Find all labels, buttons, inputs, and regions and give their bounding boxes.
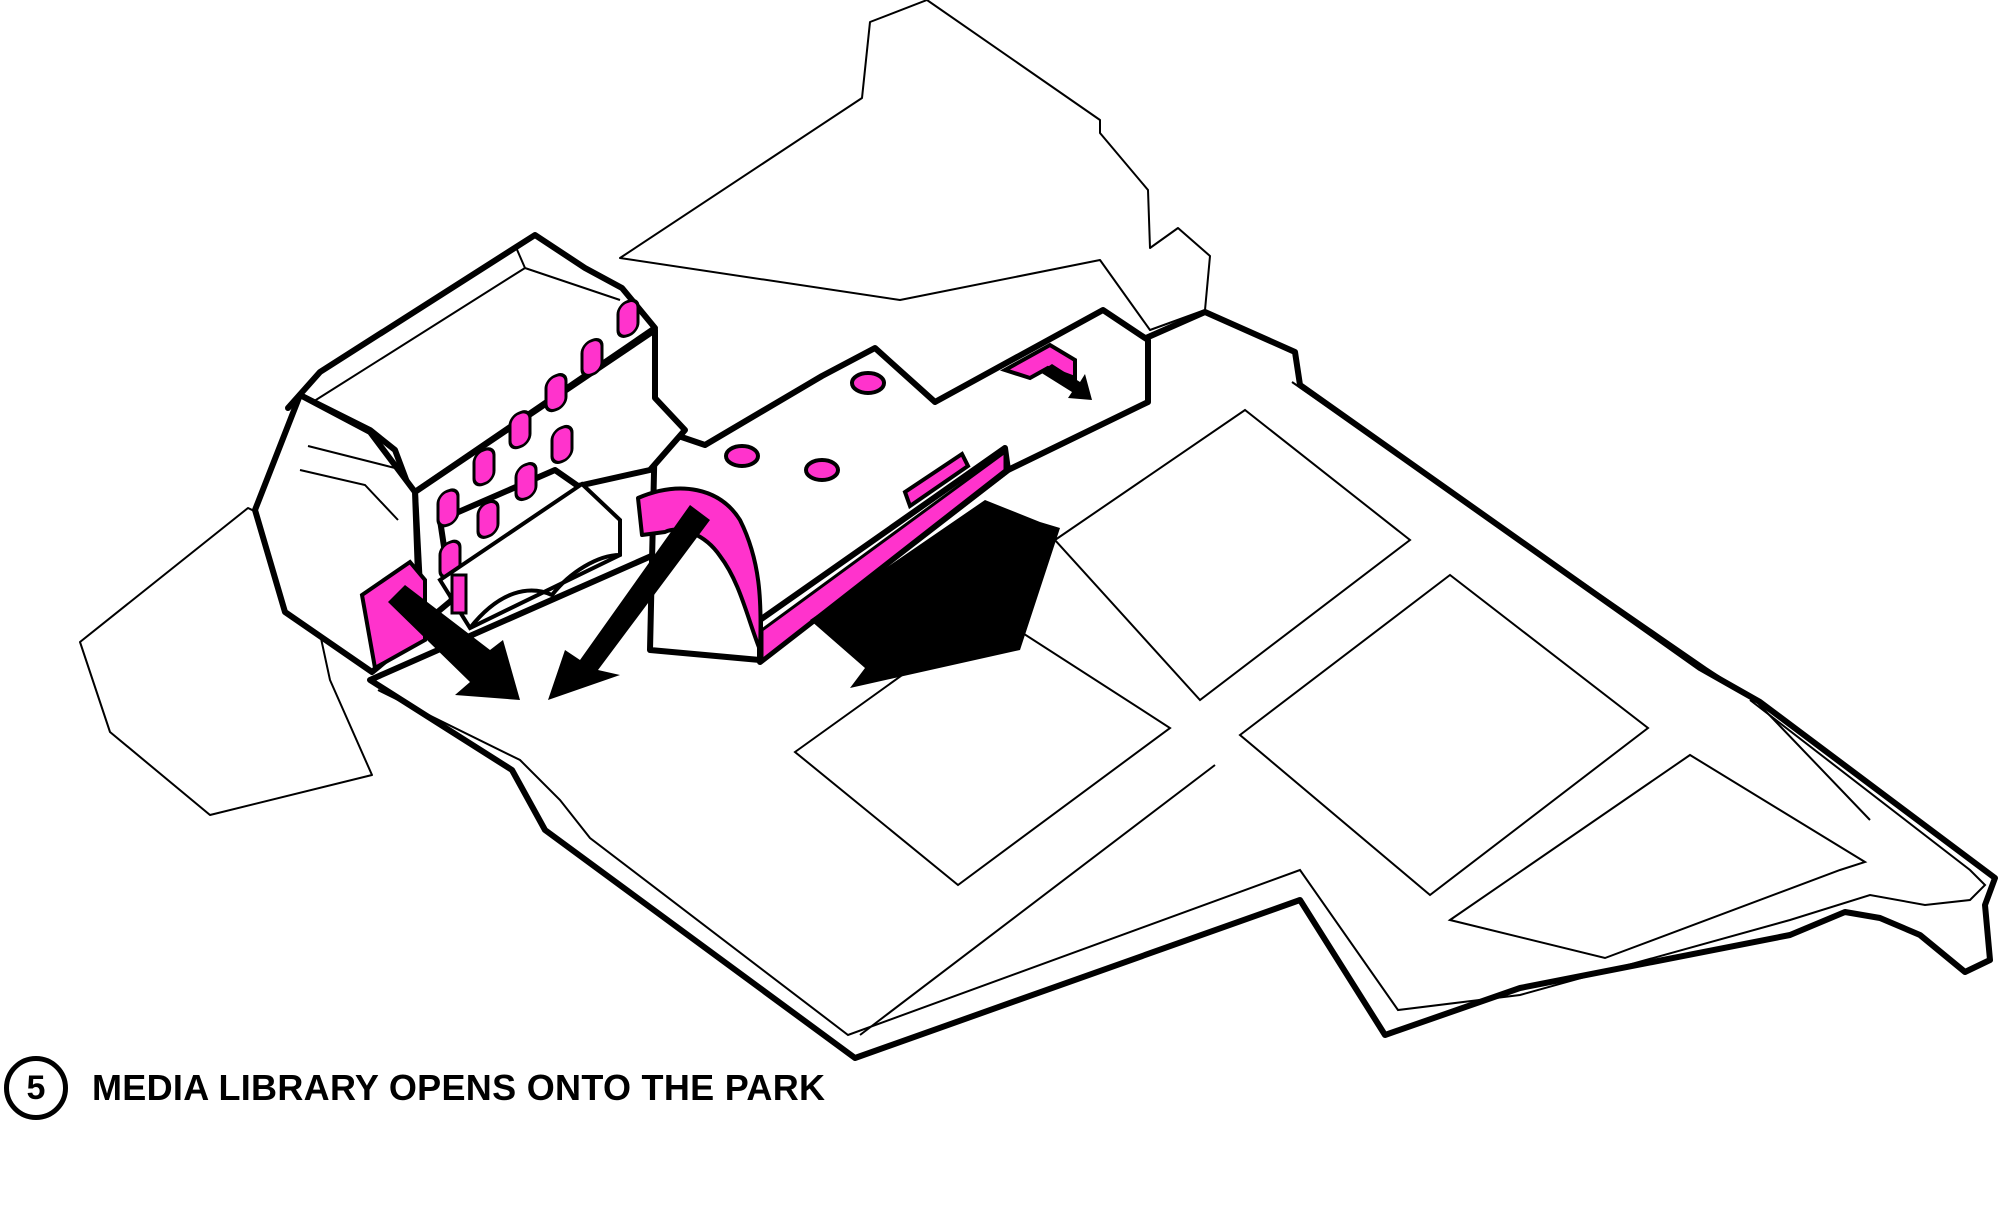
library-roof [647,307,1151,663]
historic-building [252,232,688,675]
media-library [636,307,1151,665]
diagonal-path [859,764,1216,1036]
skylight-3 [850,371,886,395]
diagram-caption: 5 MEDIA LIBRARY OPENS ONTO THE PARK [0,1048,825,1128]
curved-canopy [636,486,763,652]
park-inner-edge [377,689,1987,1037]
window [514,462,538,502]
historic-building-roof-ridge [299,244,621,411]
window [544,373,568,413]
arrow-icon [548,505,710,700]
skylight-2 [804,458,840,482]
window [476,499,500,539]
arrow-icon [810,500,1060,688]
movement-arrows [388,364,1092,700]
lawn-square-3 [1238,573,1650,897]
arrow-icon [1040,364,1092,400]
window [436,488,460,528]
window [550,424,574,464]
entrance-colonnade [437,481,622,631]
step-number: 5 [26,1068,46,1107]
window [616,298,640,338]
park-site [367,309,1998,1061]
entrance-door [450,573,468,615]
park-boundary-path [1291,381,1871,821]
lawn-square-4 [1447,753,1868,960]
colonnade-arch [468,553,621,630]
rooflight-strip [902,451,971,510]
arrow-icon [388,585,520,700]
lawn-square-1 [1053,408,1412,702]
caption-title: MEDIA LIBRARY OPENS ONTO THE PARK [92,1067,826,1108]
window [580,337,604,378]
window [472,447,496,487]
skylight-1 [724,444,760,468]
neighbour-building-rear [619,0,1211,331]
window [508,410,532,450]
historic-building-side-detail [299,445,416,521]
numbered-circle-icon: 5 [4,1056,68,1120]
